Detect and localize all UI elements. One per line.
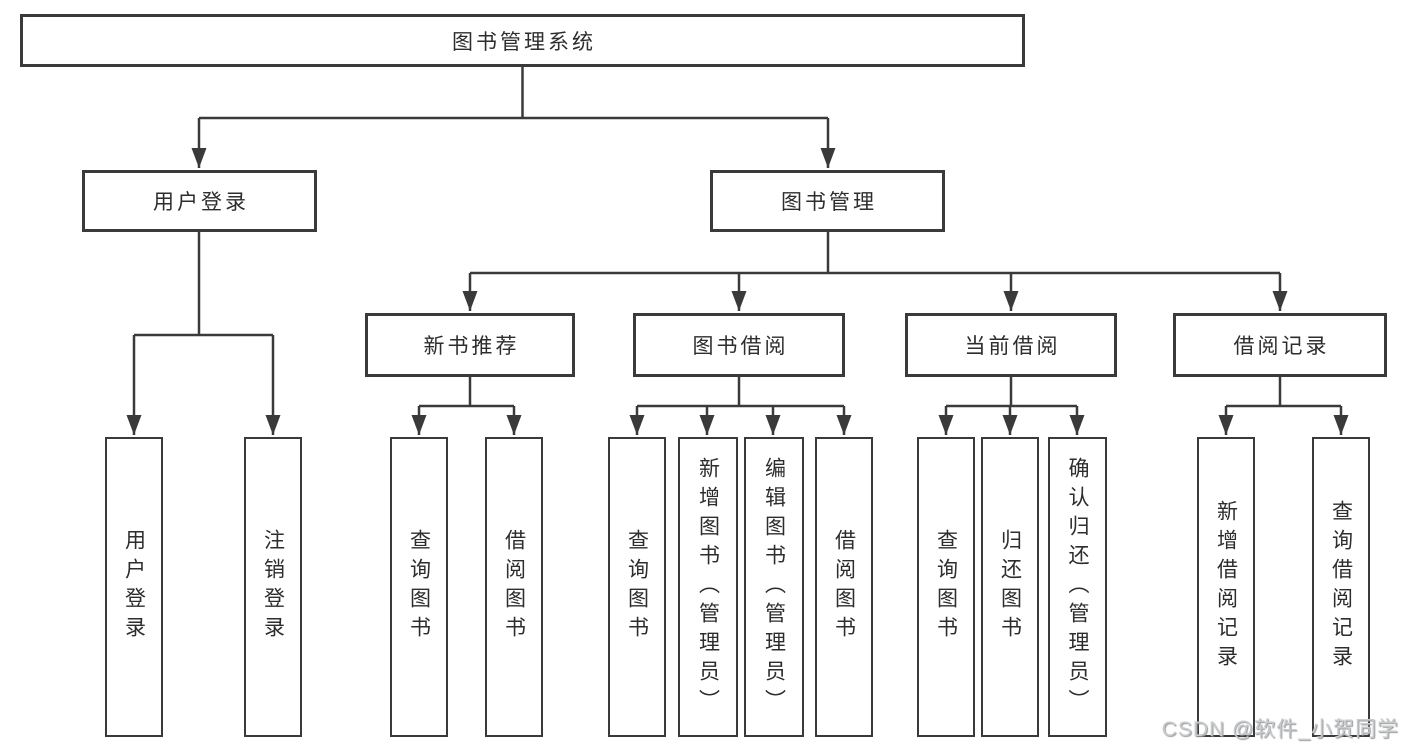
leaf-query-borrow-record: 查询借阅记录 — [1312, 437, 1370, 737]
leaf-edit-books-admin: 编辑图书（管理员） — [744, 437, 804, 737]
node-book-borrow-label: 图书借阅 — [692, 335, 789, 358]
leaf-query-borrow-record-label: 查询借阅记录 — [1329, 500, 1353, 674]
node-root-label: 图书管理系统 — [452, 30, 596, 54]
node-current-borrow: 当前借阅 — [905, 313, 1117, 377]
leaf-return-books: 归还图书 — [981, 437, 1039, 737]
leaf-confirm-return-admin-label: 确认归还（管理员） — [1066, 456, 1089, 718]
node-root: 图书管理系统 — [20, 14, 1025, 67]
node-borrow-records: 借阅记录 — [1173, 313, 1387, 377]
leaf-edit-books-admin-label: 编辑图书（管理员） — [762, 456, 786, 718]
leaf-borrow-books-1: 借阅图书 — [485, 437, 543, 737]
leaf-query-books-2: 查询图书 — [608, 437, 666, 737]
leaf-query-books-3-label: 查询图书 — [934, 529, 958, 645]
leaf-query-books-1-label: 查询图书 — [407, 529, 431, 645]
leaf-query-books-2-label: 查询图书 — [625, 529, 649, 645]
leaf-borrow-books-2: 借阅图书 — [815, 437, 873, 737]
leaf-user-login-label: 用户登录 — [122, 529, 146, 645]
node-user-login: 用户登录 — [82, 170, 317, 232]
node-book-borrow: 图书借阅 — [633, 313, 845, 377]
node-borrow-records-label: 借阅记录 — [1233, 335, 1330, 358]
node-current-borrow-label: 当前借阅 — [964, 335, 1061, 358]
node-new-book-recommend-label: 新书推荐 — [423, 335, 520, 358]
leaf-return-books-label: 归还图书 — [998, 529, 1022, 645]
leaf-user-login: 用户登录 — [105, 437, 163, 737]
leaf-confirm-return-admin: 确认归还（管理员） — [1048, 437, 1107, 737]
leaf-logout-label: 注销登录 — [261, 529, 285, 645]
leaf-query-books-3: 查询图书 — [917, 437, 975, 737]
leaf-add-books-admin-label: 新增图书（管理员） — [696, 456, 720, 718]
csdn-watermark: CSDN @软件_小贺同学 — [1161, 718, 1399, 741]
leaf-borrow-books-1-label: 借阅图书 — [502, 529, 526, 645]
leaf-add-books-admin: 新增图书（管理员） — [678, 437, 738, 737]
node-book-management-label: 图书管理 — [781, 191, 877, 214]
leaf-logout: 注销登录 — [244, 437, 302, 737]
leaf-query-books-1: 查询图书 — [390, 437, 448, 737]
leaf-borrow-books-2-label: 借阅图书 — [832, 529, 856, 645]
leaf-add-borrow-record: 新增借阅记录 — [1197, 437, 1255, 737]
node-user-login-label: 用户登录 — [153, 191, 249, 214]
leaf-add-borrow-record-label: 新增借阅记录 — [1214, 500, 1238, 674]
node-new-book-recommend: 新书推荐 — [365, 313, 575, 377]
node-book-management: 图书管理 — [710, 170, 945, 232]
